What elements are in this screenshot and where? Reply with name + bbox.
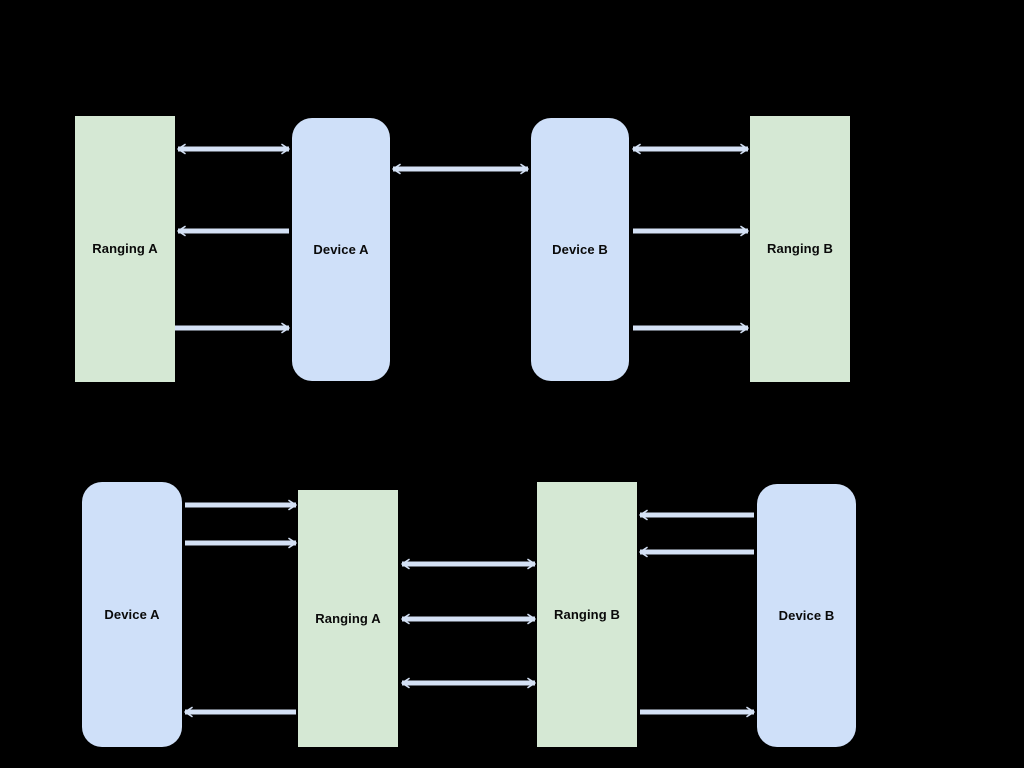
node-top-ranging-a[interactable]: Ranging A bbox=[75, 116, 175, 382]
connector-arrow bbox=[177, 225, 289, 237]
connector-arrow bbox=[177, 143, 290, 155]
connector-arrow bbox=[401, 558, 536, 570]
connector-arrow bbox=[392, 163, 529, 175]
node-top-ranging-b[interactable]: Ranging B bbox=[750, 116, 850, 382]
node-top-device-b[interactable]: Device B bbox=[531, 118, 629, 381]
node-label: Device B bbox=[552, 241, 608, 257]
connector-arrow bbox=[175, 322, 290, 334]
node-label: Ranging A bbox=[92, 241, 158, 257]
connector-arrow bbox=[633, 322, 749, 334]
connector-arrow bbox=[184, 706, 296, 718]
connector-arrow bbox=[185, 499, 297, 511]
node-label: Device B bbox=[778, 607, 835, 623]
node-label: Device A bbox=[313, 241, 369, 257]
node-bot-ranging-a[interactable]: Ranging A bbox=[298, 490, 398, 747]
node-bot-ranging-b[interactable]: Ranging B bbox=[537, 482, 637, 747]
connector-arrow bbox=[633, 225, 749, 237]
node-bot-device-b[interactable]: Device B bbox=[757, 484, 856, 747]
connector-arrow bbox=[639, 546, 754, 558]
node-label: Ranging B bbox=[767, 241, 833, 257]
node-top-device-a[interactable]: Device A bbox=[292, 118, 390, 381]
connector-arrow bbox=[632, 143, 749, 155]
node-bot-device-a[interactable]: Device A bbox=[82, 482, 182, 747]
connector-arrow bbox=[639, 509, 754, 521]
node-label: Ranging B bbox=[554, 606, 620, 622]
node-label: Ranging A bbox=[315, 610, 381, 626]
connector-arrow bbox=[401, 613, 536, 625]
node-label: Device A bbox=[104, 606, 160, 622]
connector-arrow bbox=[185, 537, 297, 549]
connector-arrow bbox=[640, 706, 755, 718]
connector-arrow bbox=[401, 677, 536, 689]
